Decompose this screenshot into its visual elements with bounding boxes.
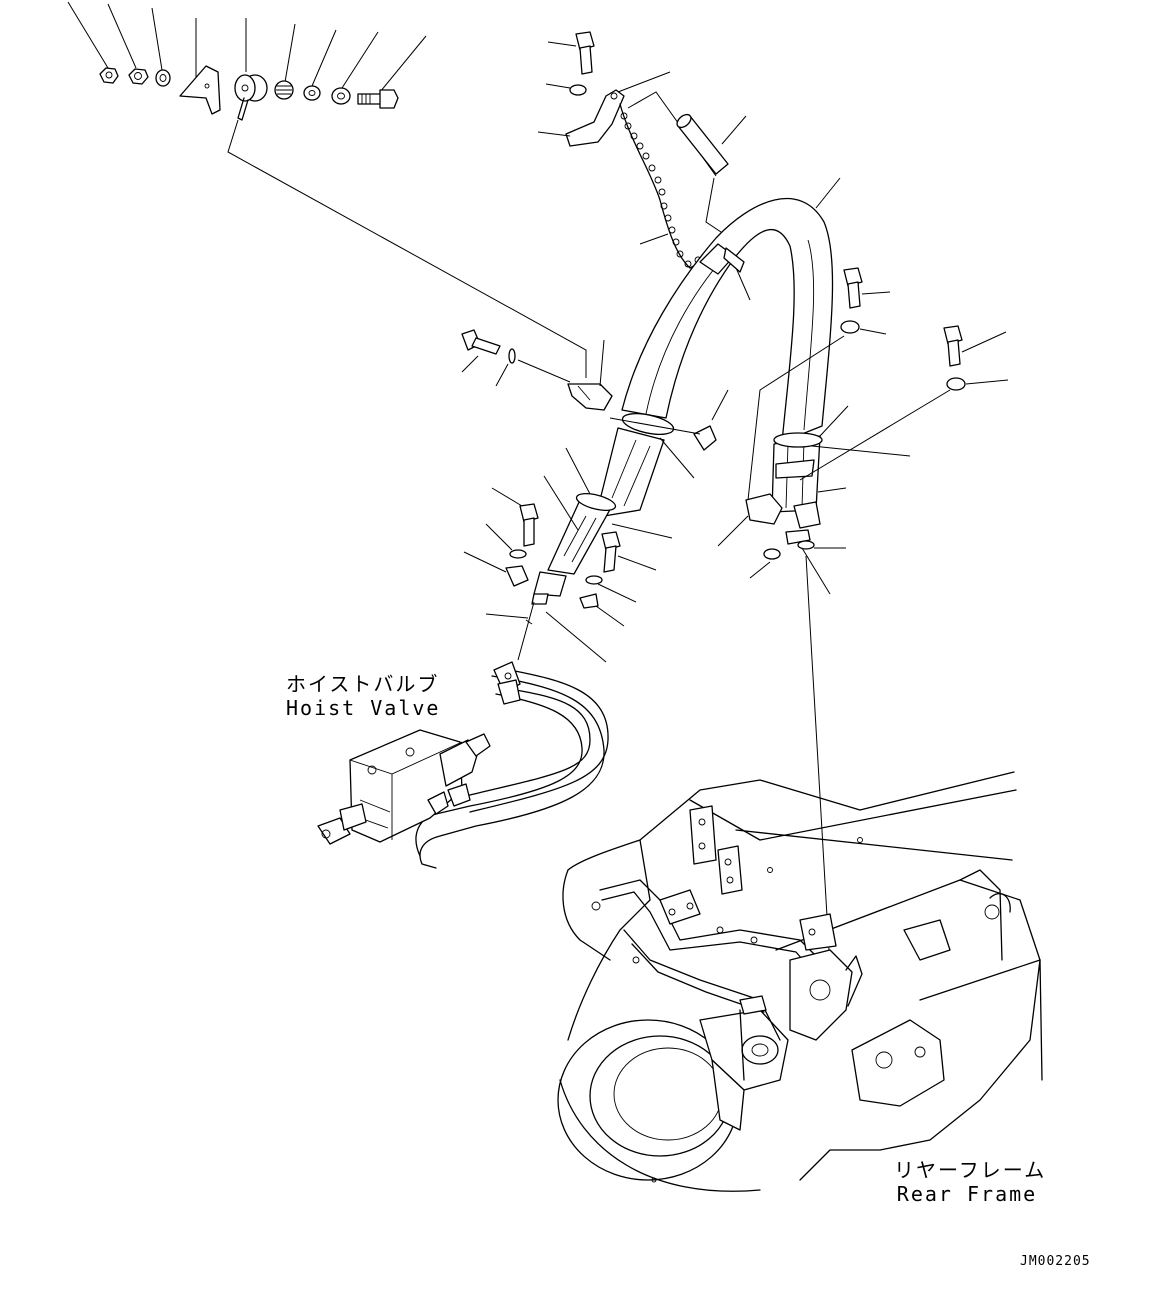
hose-left-leg xyxy=(532,410,675,604)
bolt-horizontal xyxy=(358,90,398,108)
bead-chain xyxy=(620,104,722,268)
hoist-valve-label: ホイストバルブ Hoist Valve xyxy=(286,672,441,720)
cushion-bushing xyxy=(235,75,267,120)
o-ring-right-2 xyxy=(798,541,814,549)
hoist-valve-assembly xyxy=(318,662,608,868)
washer-left-lower-2 xyxy=(586,576,602,584)
tee-fitting-left xyxy=(506,566,528,586)
bolt-left-lower-2 xyxy=(602,532,620,572)
rear-frame-label-en: Rear Frame xyxy=(896,1182,1038,1206)
washer-2 xyxy=(304,86,320,100)
rear-frame-label-jp: リヤーフレーム xyxy=(894,1158,1047,1182)
nut-1 xyxy=(100,68,118,83)
washer-right-2 xyxy=(947,378,965,390)
hose-clamp-left xyxy=(568,384,612,410)
washer-top-center xyxy=(570,85,586,95)
hardware-right xyxy=(718,268,1008,968)
main-u-hose xyxy=(532,178,840,604)
o-ring-right-1 xyxy=(764,549,780,559)
bracket-plate xyxy=(180,66,220,114)
rear-frame-bolt-heads xyxy=(592,838,863,1183)
rear-frame-piping xyxy=(600,880,862,1080)
hose-fitting-bend xyxy=(700,244,744,274)
hardware-top-center xyxy=(538,32,746,268)
leader-lines-top-left xyxy=(68,2,426,92)
rear-frame-outline xyxy=(563,772,1042,1180)
washer-left-lower xyxy=(510,550,526,558)
bolt-right-2 xyxy=(944,326,962,366)
clip-left-lower xyxy=(580,594,598,608)
spring xyxy=(275,81,293,99)
pipe-sleeve xyxy=(675,112,728,174)
rear-frame-mount xyxy=(700,1010,788,1130)
drawing-code: JM002205 xyxy=(1020,1254,1091,1269)
bolt-left-lower-1 xyxy=(520,504,538,546)
bolt-right-1 xyxy=(844,268,862,308)
hardware-left-center xyxy=(462,330,728,662)
rear-frame xyxy=(558,772,1042,1191)
rear-frame-hinge-plate xyxy=(690,806,742,894)
rear-frame-right-boss xyxy=(852,1020,944,1106)
lock-washer-center xyxy=(509,349,515,363)
bolt-vertical-top xyxy=(576,32,594,74)
hardware-stack-top-left xyxy=(68,2,586,378)
clamp-bracket-top xyxy=(566,90,624,146)
washer-3 xyxy=(332,88,350,104)
hoist-valve-label-en: Hoist Valve xyxy=(286,696,441,720)
rear-frame-label: リヤーフレーム Rear Frame xyxy=(894,1158,1047,1206)
hoist-valve-label-jp: ホイストバルブ xyxy=(286,672,440,696)
hoist-valve-body xyxy=(318,730,490,844)
assembly-line-top-left xyxy=(228,120,586,378)
bolt-horizontal-center xyxy=(462,330,500,354)
nut-2 xyxy=(129,69,148,84)
washer-1 xyxy=(156,70,170,86)
clip-center xyxy=(694,426,716,450)
hose-right-leg xyxy=(746,433,822,528)
washer-right-1 xyxy=(841,321,859,333)
